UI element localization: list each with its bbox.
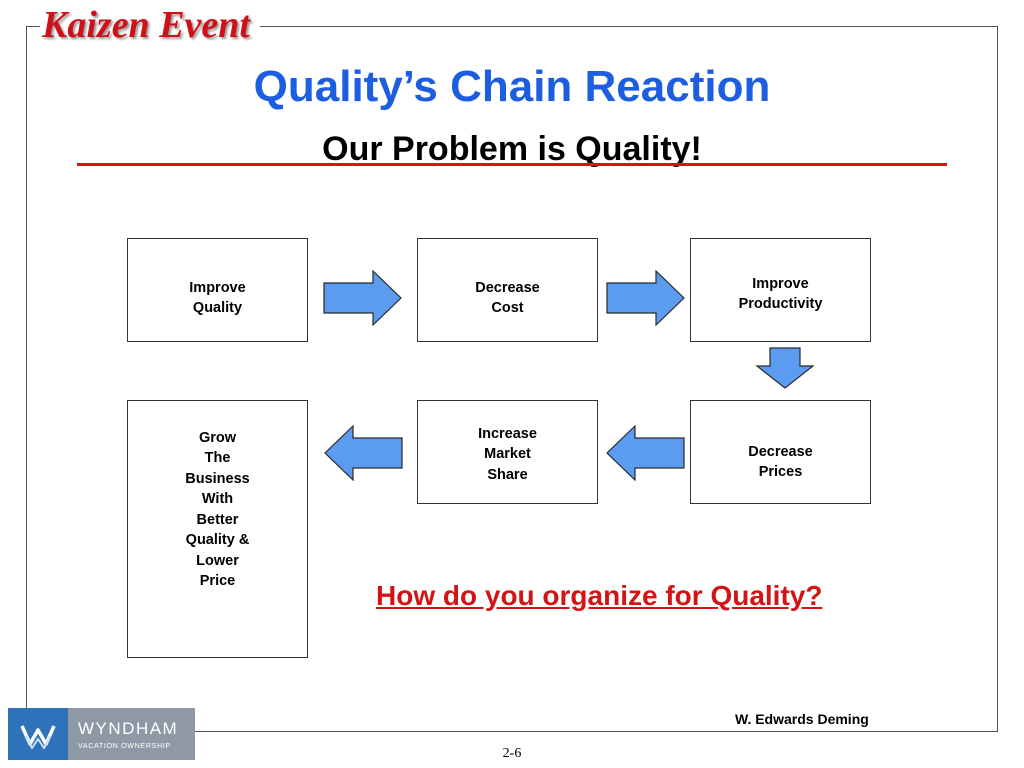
logo-name: WYNDHAM xyxy=(78,718,179,738)
box-decrease-cost: Decrease Cost xyxy=(417,238,598,342)
slide-frame xyxy=(26,26,998,732)
arrow-right-icon xyxy=(323,270,402,326)
logo-subtitle: VACATION OWNERSHIP xyxy=(78,740,171,750)
arrow-left-icon xyxy=(606,425,685,481)
red-divider xyxy=(77,163,947,166)
slide-subtitle: Our Problem is Quality! xyxy=(322,130,702,168)
slide-title: Quality’s Chain Reaction xyxy=(253,62,771,111)
arrow-down-icon xyxy=(755,347,815,389)
brand-title: Kaizen Event xyxy=(40,5,260,46)
organize-question: How do you organize for Quality? xyxy=(376,580,823,611)
box-increase-market-share: Increase Market Share xyxy=(417,400,598,504)
author-credit: W. Edwards Deming xyxy=(735,711,869,727)
box-decrease-prices: Decrease Prices xyxy=(690,400,871,504)
box-improve-quality: Improve Quality xyxy=(127,238,308,342)
box-grow-business: Grow The Business With Better Quality & … xyxy=(127,400,308,658)
wyndham-logo: WYNDHAM VACATION OWNERSHIP xyxy=(8,708,195,760)
arrow-right-icon xyxy=(606,270,685,326)
arrow-left-icon xyxy=(324,425,403,481)
page-number: 2-6 xyxy=(502,746,522,761)
wyndham-logo-text: WYNDHAM VACATION OWNERSHIP xyxy=(68,708,195,760)
wyndham-logo-icon xyxy=(8,708,68,760)
box-improve-productivity: Improve Productivity xyxy=(690,238,871,342)
